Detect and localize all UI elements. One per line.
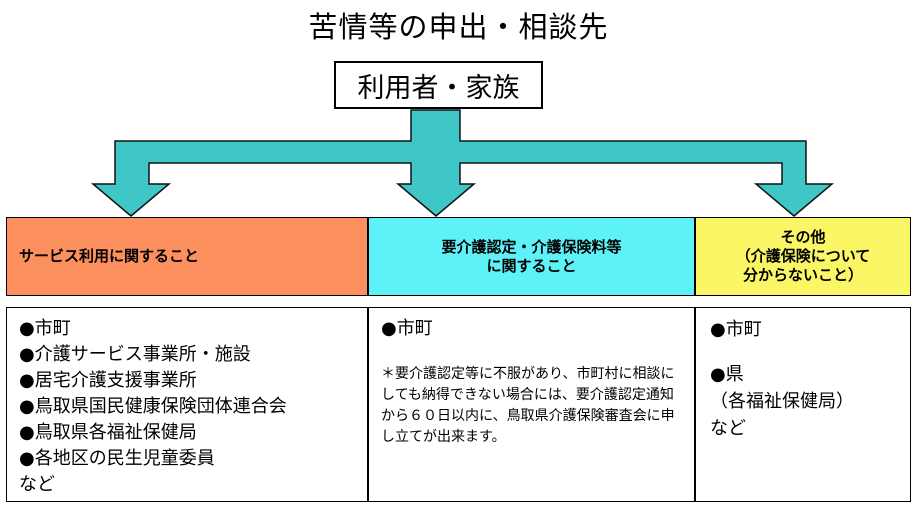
- contact-item: ●市町: [710, 319, 762, 340]
- contact-item: ●県: [710, 364, 744, 385]
- contact-item: ●市町: [19, 318, 71, 339]
- category-label: その他: [780, 228, 826, 246]
- contact-item: （各福祉保健局）: [710, 391, 854, 412]
- category-label: 分からないこと）: [742, 266, 863, 284]
- contact-item: ●居宅介護支援事業所: [19, 370, 197, 391]
- contact-item: ●各地区の民生児童委員: [19, 448, 215, 469]
- contacts-care-certification: ●市町 ＊要介護認定等に不服があり、市町村に相談にしても納得できない場合には、要…: [368, 307, 695, 502]
- branch-arrow-shape: [90, 109, 835, 217]
- contact-item: ●介護サービス事業所・施設: [19, 344, 251, 365]
- contacts-service-use: ●市町 ●介護サービス事業所・施設 ●居宅介護支援事業所 ●鳥取県国民健康保険団…: [6, 307, 368, 502]
- category-label: に関すること: [486, 256, 577, 275]
- category-label: サービス利用に関すること: [19, 247, 200, 265]
- contact-item: ●市町: [381, 318, 433, 339]
- appeal-note: ＊要介護認定等に不服があり、市町村に相談にしても納得できない場合には、要介護認定…: [381, 366, 675, 445]
- contact-item: など: [710, 418, 746, 439]
- category-care-certification: 要介護認定・介護保険料等 に関すること: [368, 217, 695, 296]
- category-other: その他 （介護保険について 分からないこと）: [695, 217, 911, 296]
- contact-item: ●鳥取県各福祉保健局: [19, 422, 197, 443]
- category-label: （介護保険について: [735, 247, 871, 265]
- flow-arrows: [90, 109, 835, 217]
- page-title: 苦情等の申出・相談先: [308, 10, 609, 44]
- contacts-other: ●市町 ●県 （各福祉保健局） など: [695, 307, 911, 502]
- category-service-use: サービス利用に関すること: [6, 217, 368, 296]
- contact-item: ●鳥取県国民健康保険団体連合会: [19, 396, 287, 417]
- user-family-box: 利用者・家族: [334, 61, 543, 109]
- contact-item: など: [19, 474, 55, 495]
- category-label: 要介護認定・介護保険料等: [441, 237, 622, 256]
